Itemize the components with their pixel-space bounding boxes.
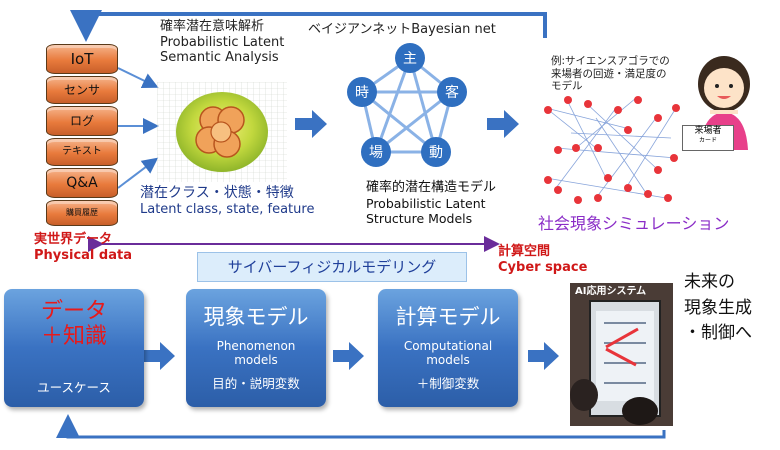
ai-system-photo-drawing xyxy=(570,283,673,426)
plsa-graphic xyxy=(157,82,287,182)
ai-system-sign: AI応用システム xyxy=(575,286,647,297)
bottom-feedback-arrow xyxy=(56,414,666,439)
data-source-purchase: 購買履歴 xyxy=(46,200,118,226)
svg-text:主: 主 xyxy=(403,51,417,67)
structure-model-label: 確率的潜在構造モデル Probabilistic Latent Structur… xyxy=(366,180,497,226)
example-label: 例:サイエンスアゴラでの 来場者の回遊・満足度の モデル xyxy=(551,55,670,93)
cyber-physical-modeling-banner: サイバーフィジカルモデリング xyxy=(197,252,467,282)
svg-text:動: 動 xyxy=(429,145,443,161)
data-knowledge-box: データ ＋知識 ユースケース xyxy=(4,289,144,407)
svg-text:場: 場 xyxy=(369,145,383,161)
svg-text:客: 客 xyxy=(445,84,459,101)
data-source-sensor: センサ xyxy=(46,76,118,104)
phenomenon-model-box: 現象モデル Phenomenon models 目的・説明変数 xyxy=(186,289,326,407)
computational-model-box: 計算モデル Computational models ＋制御変数 xyxy=(378,289,518,407)
ai-system-photo: AI応用システム xyxy=(570,283,673,426)
bn-node-shu: 主 xyxy=(395,43,425,73)
bn-node-ba: 場 xyxy=(361,137,391,167)
svg-text:時: 時 xyxy=(355,85,369,101)
cyber-space-label: 計算空間 Cyber space xyxy=(498,244,588,275)
latent-class-label: 潜在クラス・状態・特徴 Latent class, state, feature xyxy=(140,185,315,217)
top-feedback-arrow xyxy=(70,10,547,42)
bn-node-dou: 動 xyxy=(421,137,451,167)
future-label: 未来の 現象生成 ・制御へ xyxy=(684,272,752,343)
social-simulation-label: 社会現象シミュレーション xyxy=(538,214,730,233)
data-source-text: テキスト xyxy=(46,138,118,166)
data-source-iot: IoT xyxy=(46,44,118,74)
arrow-plsa-to-bn xyxy=(295,110,327,138)
plsa-label: 確率潜在意味解析 Probabilistic Latent Semantic A… xyxy=(160,19,285,66)
bn-node-kyaku: 客 xyxy=(437,77,467,107)
arrow-box2-to-box3 xyxy=(333,342,364,370)
arrow-bn-to-sim xyxy=(487,110,519,138)
physical-data-label: 実世界データ Physical data xyxy=(34,232,132,263)
arrow-box3-to-photo xyxy=(528,342,559,370)
bn-node-ji: 時 xyxy=(347,77,377,107)
data-source-qa: Q&A xyxy=(46,168,118,198)
data-source-log: ログ xyxy=(46,106,118,136)
bayesian-net-title: ベイジアンネットBayesian net xyxy=(308,22,496,37)
simulation-network-graphic xyxy=(544,96,680,204)
bayesian-network: 主 客 動 場 時 xyxy=(347,43,467,167)
arrow-box1-to-box2 xyxy=(144,342,175,370)
visitor-card: 来場者 カード xyxy=(682,125,734,151)
